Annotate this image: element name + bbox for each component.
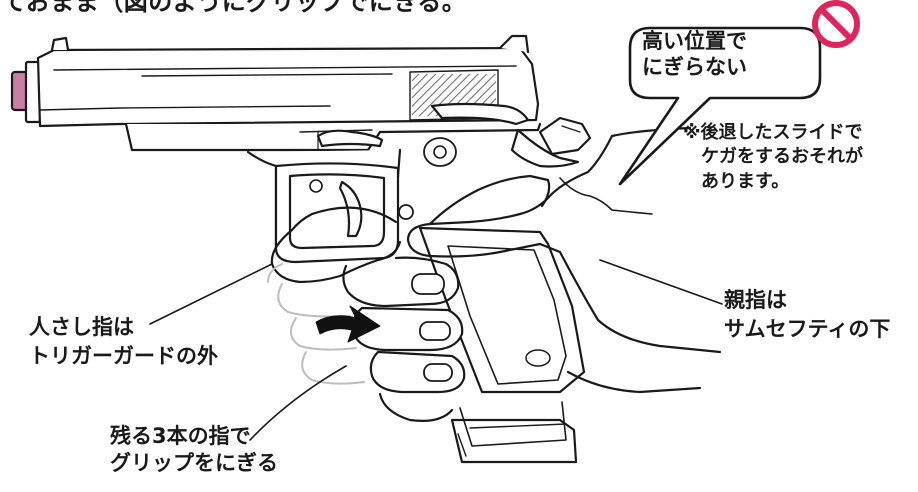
slide-stop	[316, 129, 384, 148]
index-finger-label: 人さし指は トリガーガードの外	[29, 315, 218, 369]
grip-label: 残る3本の指で グリップをにぎる	[110, 424, 278, 476]
thumb-safety	[430, 102, 530, 126]
pistol	[10, 34, 592, 464]
grip-leader	[249, 365, 347, 441]
index-finger-leader	[149, 263, 273, 325]
index-finger	[270, 212, 402, 284]
squeeze-arrow-icon	[315, 305, 381, 343]
thumb-label: 親指は サムセフティの下	[724, 288, 891, 341]
warning-bubble-text: 高い位置で にぎらない	[642, 29, 747, 80]
thumb-leader	[599, 259, 723, 305]
thumb	[428, 174, 551, 226]
hammer	[538, 116, 592, 156]
leader-lines	[149, 259, 723, 441]
ghost-fingers	[267, 263, 365, 385]
middle-finger	[342, 256, 460, 308]
prohibited-sign-icon	[812, 0, 860, 48]
warning-note: ※後退したスライドで ケガをするおそれが あります。	[683, 122, 863, 192]
little-finger	[369, 350, 466, 394]
magazine-base	[450, 418, 578, 464]
header-text: ておまま（図のようにグリップでにきる。	[2, 0, 467, 16]
